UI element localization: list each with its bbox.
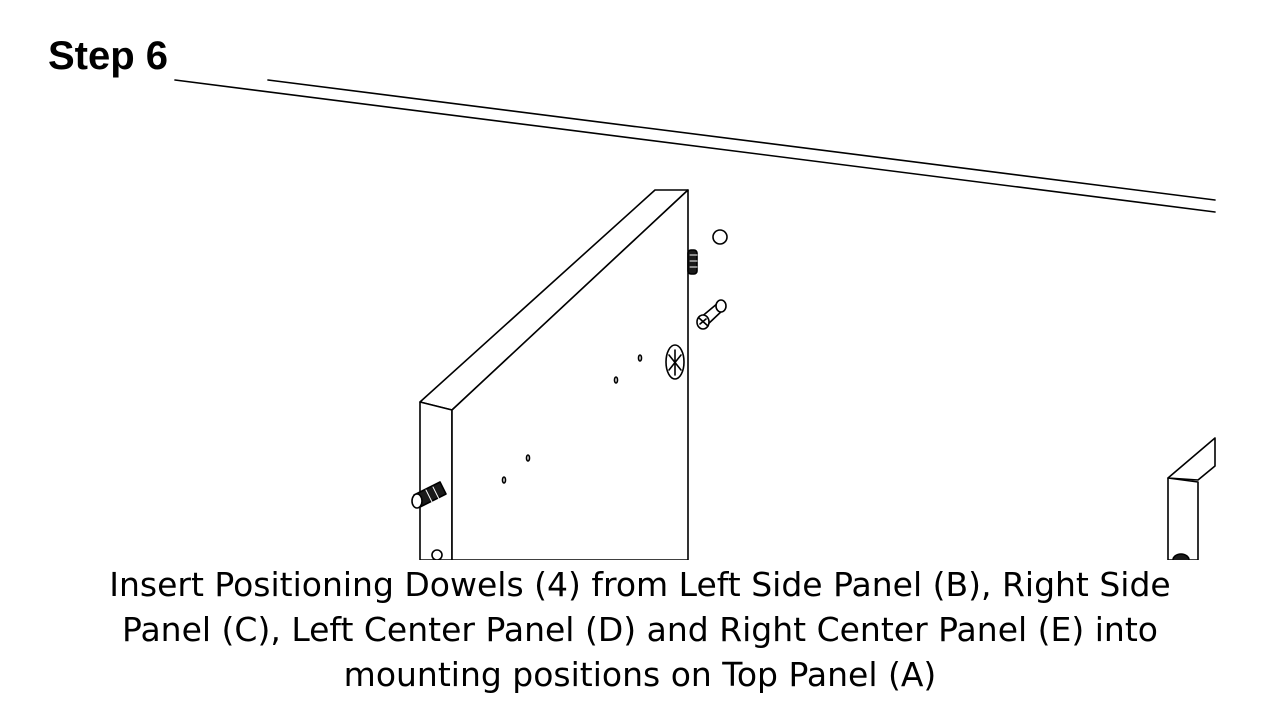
right-center-panel	[1167, 437, 1216, 560]
instruction-text: Insert Positioning Dowels (4) from Left …	[40, 562, 1240, 697]
instruction-line: mounting positions on Top Panel (A)	[343, 655, 937, 694]
dowel-icon	[411, 481, 447, 560]
cam-lock-icon	[665, 344, 685, 380]
hole-icon	[501, 476, 507, 484]
assembly-diagram	[174, 79, 1216, 560]
hole-icon	[525, 454, 531, 462]
left-side-panel	[419, 189, 689, 560]
cam-bolt-icon	[696, 299, 727, 330]
hole-icon	[637, 354, 643, 362]
instruction-line: Insert Positioning Dowels (4) from Left …	[109, 565, 1171, 604]
pilot-holes	[501, 354, 643, 484]
instruction-line: Panel (C), Left Center Panel (D) and Rig…	[122, 610, 1158, 649]
step-title: Step 6	[48, 34, 169, 78]
hole-icon	[613, 376, 619, 384]
hole-icon	[712, 229, 728, 245]
top-panel-edge	[174, 79, 1216, 213]
dowel-icon	[687, 249, 698, 275]
